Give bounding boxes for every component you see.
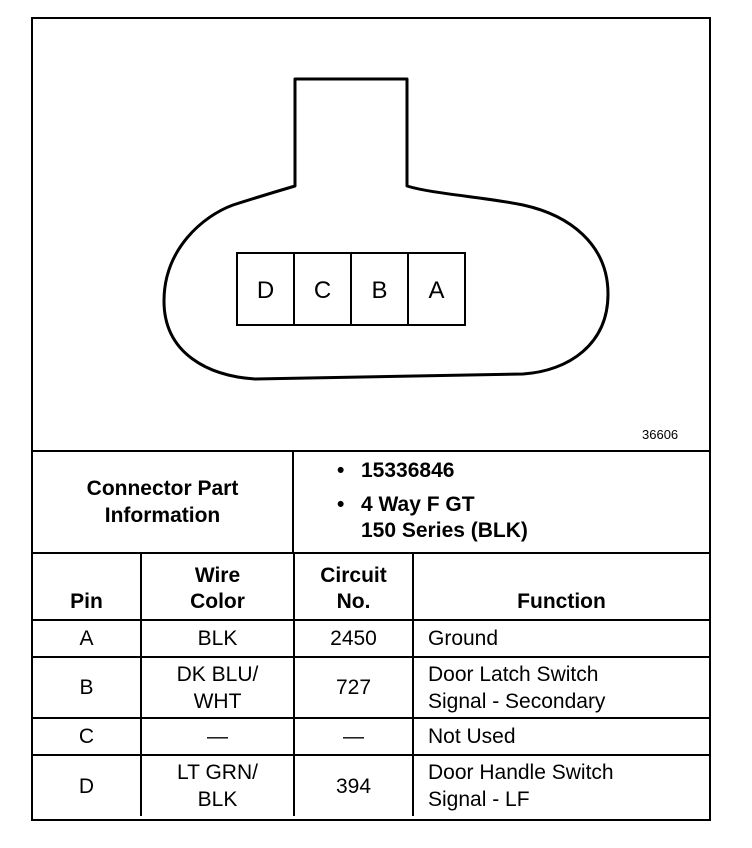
pin-label-a: A (428, 277, 444, 304)
connector-diagram: D C B A 36606 (33, 19, 709, 452)
info-label-line: Connector Part (86, 477, 239, 500)
cell-pin: D (33, 754, 142, 816)
bullet: • (337, 459, 345, 482)
pin-label-d: D (257, 277, 274, 304)
figure-id: 36606 (642, 427, 679, 442)
cell-wire-color: BLK (140, 619, 295, 658)
connector-type-item: • 4 Way F GT 150 Series (BLK) (335, 492, 528, 544)
header-pin: Pin (33, 554, 142, 621)
connector-housing-outline (162, 77, 610, 381)
header-function: Function (412, 554, 709, 621)
cell-circuit: 2450 (293, 619, 414, 658)
pin-label-c: C (314, 277, 331, 304)
info-label-line: Information (104, 504, 221, 527)
table-row: A BLK 2450 Ground (33, 619, 709, 658)
cell-function: Not Used (412, 717, 709, 756)
bullet: • (337, 493, 345, 516)
cell-wire-color: DK BLU/WHT (140, 656, 295, 719)
cell-pin: B (33, 656, 142, 719)
pin-cavity-a (407, 252, 466, 326)
cell-wire-color: — (140, 717, 295, 756)
connector-part-info-label: Connector Part Information (33, 452, 294, 552)
cell-pin: C (33, 717, 142, 756)
part-number: 15336846 (361, 459, 455, 482)
connector-type-line: 4 Way F GT (361, 493, 475, 516)
cell-function: Ground (412, 619, 709, 658)
connector-type-line: 150 Series (BLK) (361, 519, 528, 542)
cell-circuit: — (293, 717, 414, 756)
connector-part-info: Connector Part Information • 15336846 • … (33, 452, 709, 554)
part-number-item: • 15336846 (335, 458, 528, 484)
cell-wire-color: LT GRN/BLK (140, 754, 295, 816)
cell-circuit: 727 (293, 656, 414, 719)
cell-pin: A (33, 619, 142, 658)
cell-circuit: 394 (293, 754, 414, 816)
pin-label-b: B (371, 277, 387, 304)
table-row: C — — Not Used (33, 717, 709, 756)
connector-part-info-list: • 15336846 • 4 Way F GT 150 Series (BLK) (335, 458, 528, 552)
